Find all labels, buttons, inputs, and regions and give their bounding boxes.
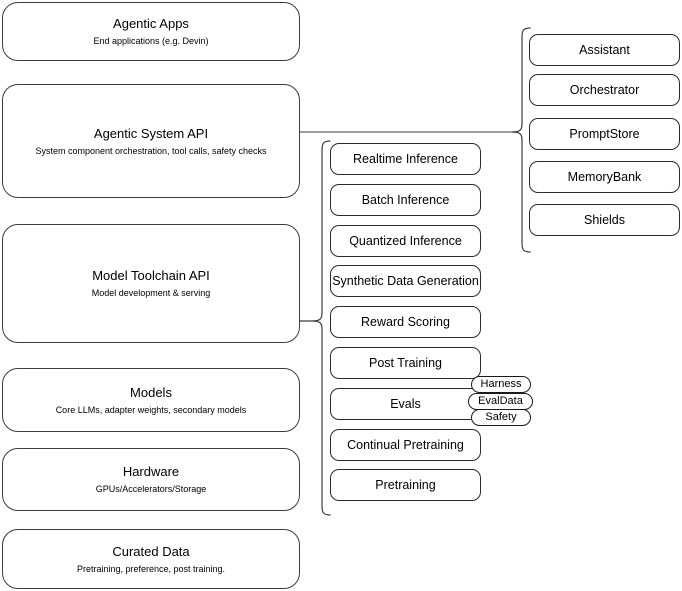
layer-subtitle: GPUs/Accelerators/Storage [95,484,207,494]
layer-subtitle: Pretraining, preference, post training. [76,563,226,574]
chip-label: Quantized Inference [349,233,462,248]
chip-label: Shields [584,212,625,227]
layer-title: Model Toolchain API [92,268,210,283]
pill-evaldata[interactable]: EvalData [468,393,533,410]
pill-label: Safety [485,411,517,423]
layer-title: Curated Data [112,543,190,559]
chip-shields[interactable]: Shields [529,204,680,236]
chip-continual-pretraining[interactable]: Continual Pretraining [330,429,481,461]
chip-label: Batch Inference [361,192,450,207]
layer-curated-data[interactable]: Curated Data Pretraining, preference, po… [2,529,300,589]
chip-synthetic-data-generation[interactable]: Synthetic Data Generation [330,265,481,297]
chip-post-training[interactable]: Post Training [330,347,481,379]
chip-label: MemoryBank [567,169,642,184]
layer-title: Agentic System API [93,125,209,141]
layer-hardware[interactable]: Hardware GPUs/Accelerators/Storage [2,448,300,511]
chip-label: Realtime Inference [353,151,458,166]
brace-toolchain-components [300,138,332,518]
layer-agentic-system-api[interactable]: Agentic System API System component orch… [2,84,300,198]
chip-label: Assistant [579,42,630,57]
chip-label: Orchestrator [569,82,640,97]
layer-agentic-apps[interactable]: Agentic Apps End applications (e.g. Devi… [2,2,300,61]
layer-subtitle: System component orchestration, tool cal… [35,145,267,156]
chip-label: Post Training [369,355,442,370]
chip-evals[interactable]: Evals [330,388,481,420]
chip-label: Reward Scoring [361,314,450,329]
chip-reward-scoring[interactable]: Reward Scoring [330,306,481,338]
chip-label: Synthetic Data Generation [332,273,479,288]
chip-label: Pretraining [375,477,436,492]
pill-label: Harness [480,378,522,390]
chip-label: PromptStore [569,126,640,141]
chip-quantized-inference[interactable]: Quantized Inference [330,225,481,257]
pill-safety[interactable]: Safety [471,409,531,426]
layer-title: Agentic Apps [113,16,189,31]
layer-title: Hardware [122,464,180,479]
pill-label: EvalData [478,395,523,407]
layer-subtitle: End applications (e.g. Devin) [93,36,209,46]
layer-models[interactable]: Models Core LLMs, adapter weights, secon… [2,368,300,432]
chip-label: Continual Pretraining [347,437,464,452]
chip-label: Evals [390,396,421,411]
chip-pretraining[interactable]: Pretraining [330,469,481,501]
chip-memorybank[interactable]: MemoryBank [529,161,680,193]
chip-assistant[interactable]: Assistant [529,34,680,66]
layer-subtitle: Core LLMs, adapter weights, secondary mo… [55,404,247,415]
layer-title: Models [130,384,172,400]
chip-batch-inference[interactable]: Batch Inference [330,184,481,216]
layer-model-toolchain-api[interactable]: Model Toolchain API Model development & … [2,224,300,343]
chip-promptstore[interactable]: PromptStore [529,118,680,150]
chip-realtime-inference[interactable]: Realtime Inference [330,143,481,175]
pill-harness[interactable]: Harness [471,376,531,393]
layer-subtitle: Model development & serving [91,288,211,298]
chip-orchestrator[interactable]: Orchestrator [529,74,680,106]
